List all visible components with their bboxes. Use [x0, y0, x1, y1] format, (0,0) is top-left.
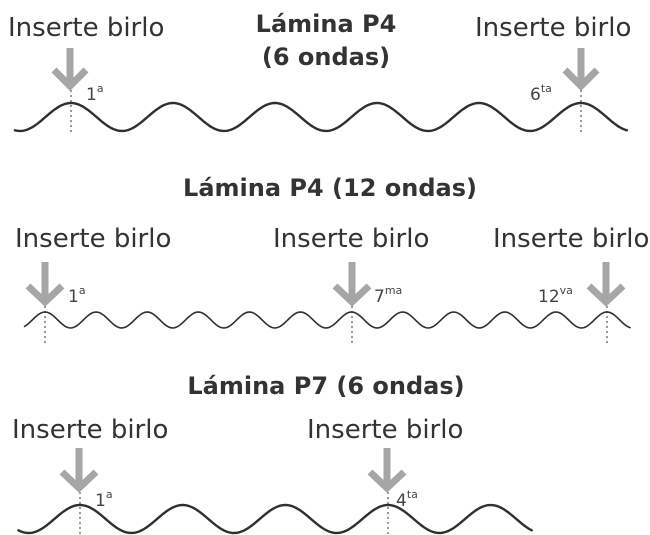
insert-bolt-label: Inserte birlo — [493, 224, 649, 254]
bolt-ordinal: 1a — [86, 82, 104, 105]
panel-p4-6-waves: Lámina P4 (6 ondas) Inserte birlo Insert… — [8, 10, 631, 133]
panel-title-line1: Lámina P4 — [256, 10, 397, 38]
down-arrow-icon — [25, 262, 65, 307]
panel-title-line2: (6 ondas) — [262, 43, 390, 71]
bolt-ordinal: 6ta — [530, 82, 552, 105]
bolt-ordinal: 7ma — [374, 284, 402, 307]
panel-title: Lámina P4 (12 ondas) — [183, 174, 477, 202]
corrugated-sheet-profile — [17, 503, 533, 535]
down-arrow-icon — [562, 48, 600, 91]
panel-title: Lámina P7 (6 ondas) — [187, 372, 464, 400]
insert-bolt-label: Inserte birlo — [475, 13, 631, 43]
down-arrow-icon — [367, 448, 407, 493]
insert-bolt-label: Inserte birlo — [273, 224, 429, 254]
corrugated-sheet-profile — [13, 101, 629, 133]
bolt-ordinal: 1a — [68, 284, 86, 307]
insert-bolt-label: Inserte birlo — [15, 224, 171, 254]
bolt-ordinal: 1a — [95, 488, 113, 511]
panel-p4-12-waves: Lámina P4 (12 ondas) Inserte birlo Inser… — [15, 174, 649, 345]
insert-bolt-label: Inserte birlo — [307, 415, 463, 445]
down-arrow-icon — [586, 262, 626, 307]
insert-bolt-label: Inserte birlo — [8, 13, 164, 43]
insert-bolt-label: Inserte birlo — [12, 415, 168, 445]
down-arrow-icon — [59, 448, 99, 493]
corrugated-sheet-profile — [23, 311, 631, 329]
bolt-ordinal: 12va — [538, 284, 573, 307]
bolt-ordinal: 4ta — [396, 488, 418, 511]
panel-p7-6-waves: Lámina P7 (6 ondas) Inserte birlo Insert… — [12, 372, 533, 535]
down-arrow-icon — [51, 48, 89, 91]
down-arrow-icon — [332, 262, 372, 307]
